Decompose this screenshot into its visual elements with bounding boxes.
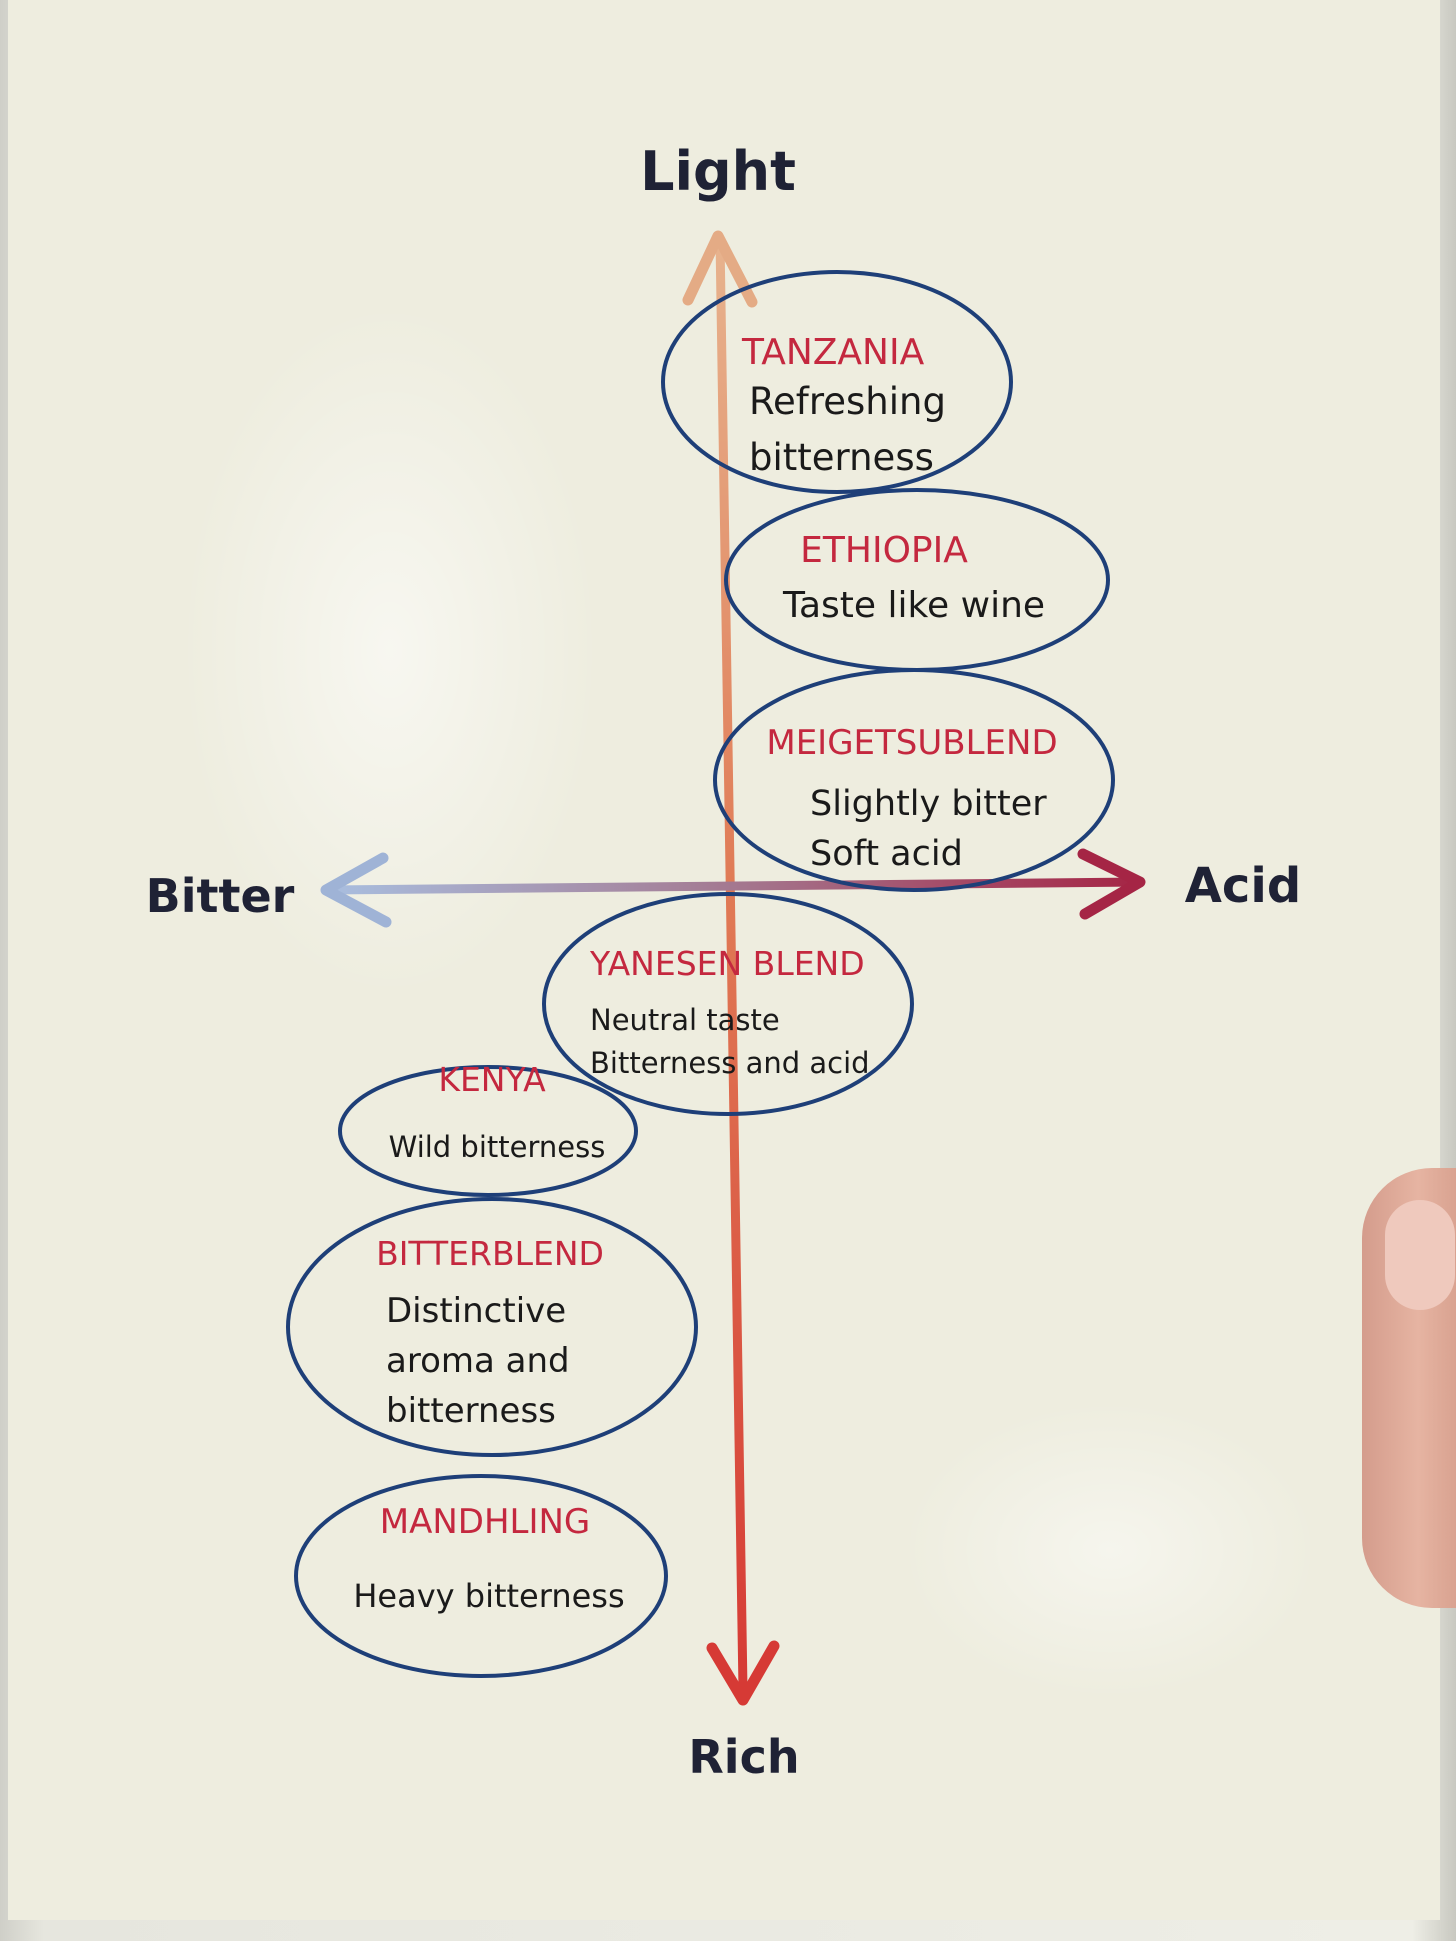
bean-bitterblend: BITTERBLEND Distinctive aroma and bitter… (286, 1197, 698, 1457)
ellipse (724, 488, 1110, 672)
taste-line-1: Taste like wine (782, 585, 1045, 626)
arrow-up-head (682, 230, 758, 308)
country-name: YANESEN BLEND (589, 944, 865, 983)
vertical-axis-line (715, 235, 748, 1695)
horizontal-axis (320, 848, 1146, 928)
ellipse (294, 1474, 668, 1678)
light-glare-lower (900, 1400, 1320, 1700)
country-name: MANDHLING (380, 1502, 591, 1542)
arrow-left-head (320, 852, 392, 928)
country-name: MEIGETSUBLEND (766, 723, 1057, 763)
country-name: BITTERBLEND (376, 1234, 604, 1273)
taste-line-3: bitterness (386, 1391, 556, 1431)
arrow-right-head (1077, 848, 1146, 920)
ellipse (713, 668, 1115, 892)
taste-line-1: Distinctive (386, 1291, 566, 1331)
country-name: KENYA (438, 1060, 546, 1099)
arrow-down-head (706, 1640, 780, 1706)
country-name: TANZANIA (741, 332, 925, 373)
axis-label-bitter: Bitter (146, 869, 295, 923)
bean-kenya: KENYA Wild bitterness (338, 1060, 638, 1197)
thumb-nail (1385, 1200, 1455, 1310)
taste-line-1: Heavy bitterness (353, 1577, 624, 1615)
light-glare (180, 300, 600, 1000)
taste-line-2: Soft acid (810, 834, 963, 874)
bean-tanzania: TANZANIA Refreshing bitterness (661, 270, 1013, 494)
bean-ethiopia: ETHIOPIA Taste like wine (724, 488, 1110, 672)
ellipse (542, 892, 914, 1116)
taste-line-2: Bitterness and acid (590, 1046, 870, 1080)
axis-label-rich: Rich (688, 1730, 799, 1784)
taste-line-1: Neutral taste (590, 1003, 780, 1037)
bean-meigetsublend: MEIGETSUBLEND Slightly bitter Soft acid (713, 668, 1115, 892)
taste-line-1: Slightly bitter (810, 784, 1047, 824)
ellipse (286, 1197, 698, 1457)
bean-yanesen-blend: YANESEN BLEND Neutral taste Bitterness a… (542, 892, 914, 1116)
horizontal-axis-line (321, 877, 1145, 895)
taste-line-2: bitterness (749, 436, 934, 479)
ellipse (338, 1065, 638, 1197)
country-name: ETHIOPIA (800, 530, 968, 571)
vertical-axis (682, 230, 780, 1706)
taste-line-1: Refreshing (749, 380, 946, 423)
taste-line-2: aroma and (386, 1341, 570, 1381)
bean-mandhling: MANDHLING Heavy bitterness (294, 1474, 668, 1678)
axis-label-light: Light (640, 140, 796, 203)
taste-line-1: Wild bitterness (389, 1130, 606, 1164)
ellipse (661, 270, 1013, 494)
axis-label-acid: Acid (1185, 858, 1301, 914)
